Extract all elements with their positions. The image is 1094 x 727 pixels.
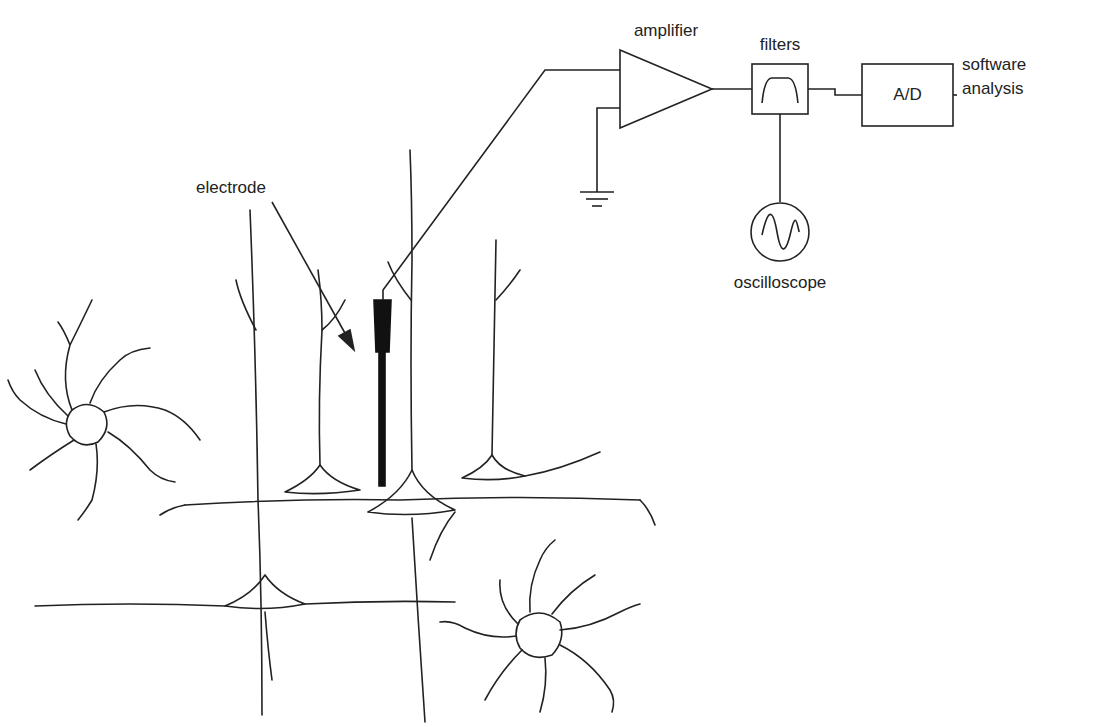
stellate-neuron: [440, 540, 640, 712]
converter-node: A/D: [862, 64, 953, 126]
oscilloscope-symbol: [751, 203, 809, 261]
component-label: filters: [760, 34, 801, 56]
signal-wire: [712, 88, 752, 90]
filter-box: [752, 64, 808, 114]
signal-wire: [808, 89, 862, 95]
leader-arrowhead: [339, 330, 354, 350]
waveform-icon: [762, 214, 799, 249]
node-outline: [620, 50, 712, 128]
filter-node: filters: [752, 64, 808, 114]
stellate-neuron: [8, 300, 200, 520]
box-label: A/D: [862, 64, 953, 126]
converter-box: [862, 64, 953, 126]
electrode-probe: [374, 300, 391, 486]
electrode-label: electrode: [196, 176, 266, 200]
leader-line: [272, 202, 346, 335]
bandpass-icon: [762, 78, 798, 103]
component-label: amplifier: [634, 20, 698, 42]
node-outline: [752, 64, 808, 114]
ground-symbol: [580, 192, 614, 206]
amplifier-symbol: [620, 50, 712, 128]
oscilloscope-node: oscilloscope: [750, 202, 810, 262]
signal-wire: [779, 114, 781, 202]
component-label: oscilloscope: [734, 272, 827, 294]
pyramidal-neurons: [35, 150, 655, 722]
node-outline: [750, 202, 810, 262]
amplifier-node: amplifier: [620, 50, 712, 128]
electrode-wire: [383, 70, 620, 300]
ground-wire: [597, 108, 620, 192]
output-label: software analysis: [962, 53, 1084, 101]
